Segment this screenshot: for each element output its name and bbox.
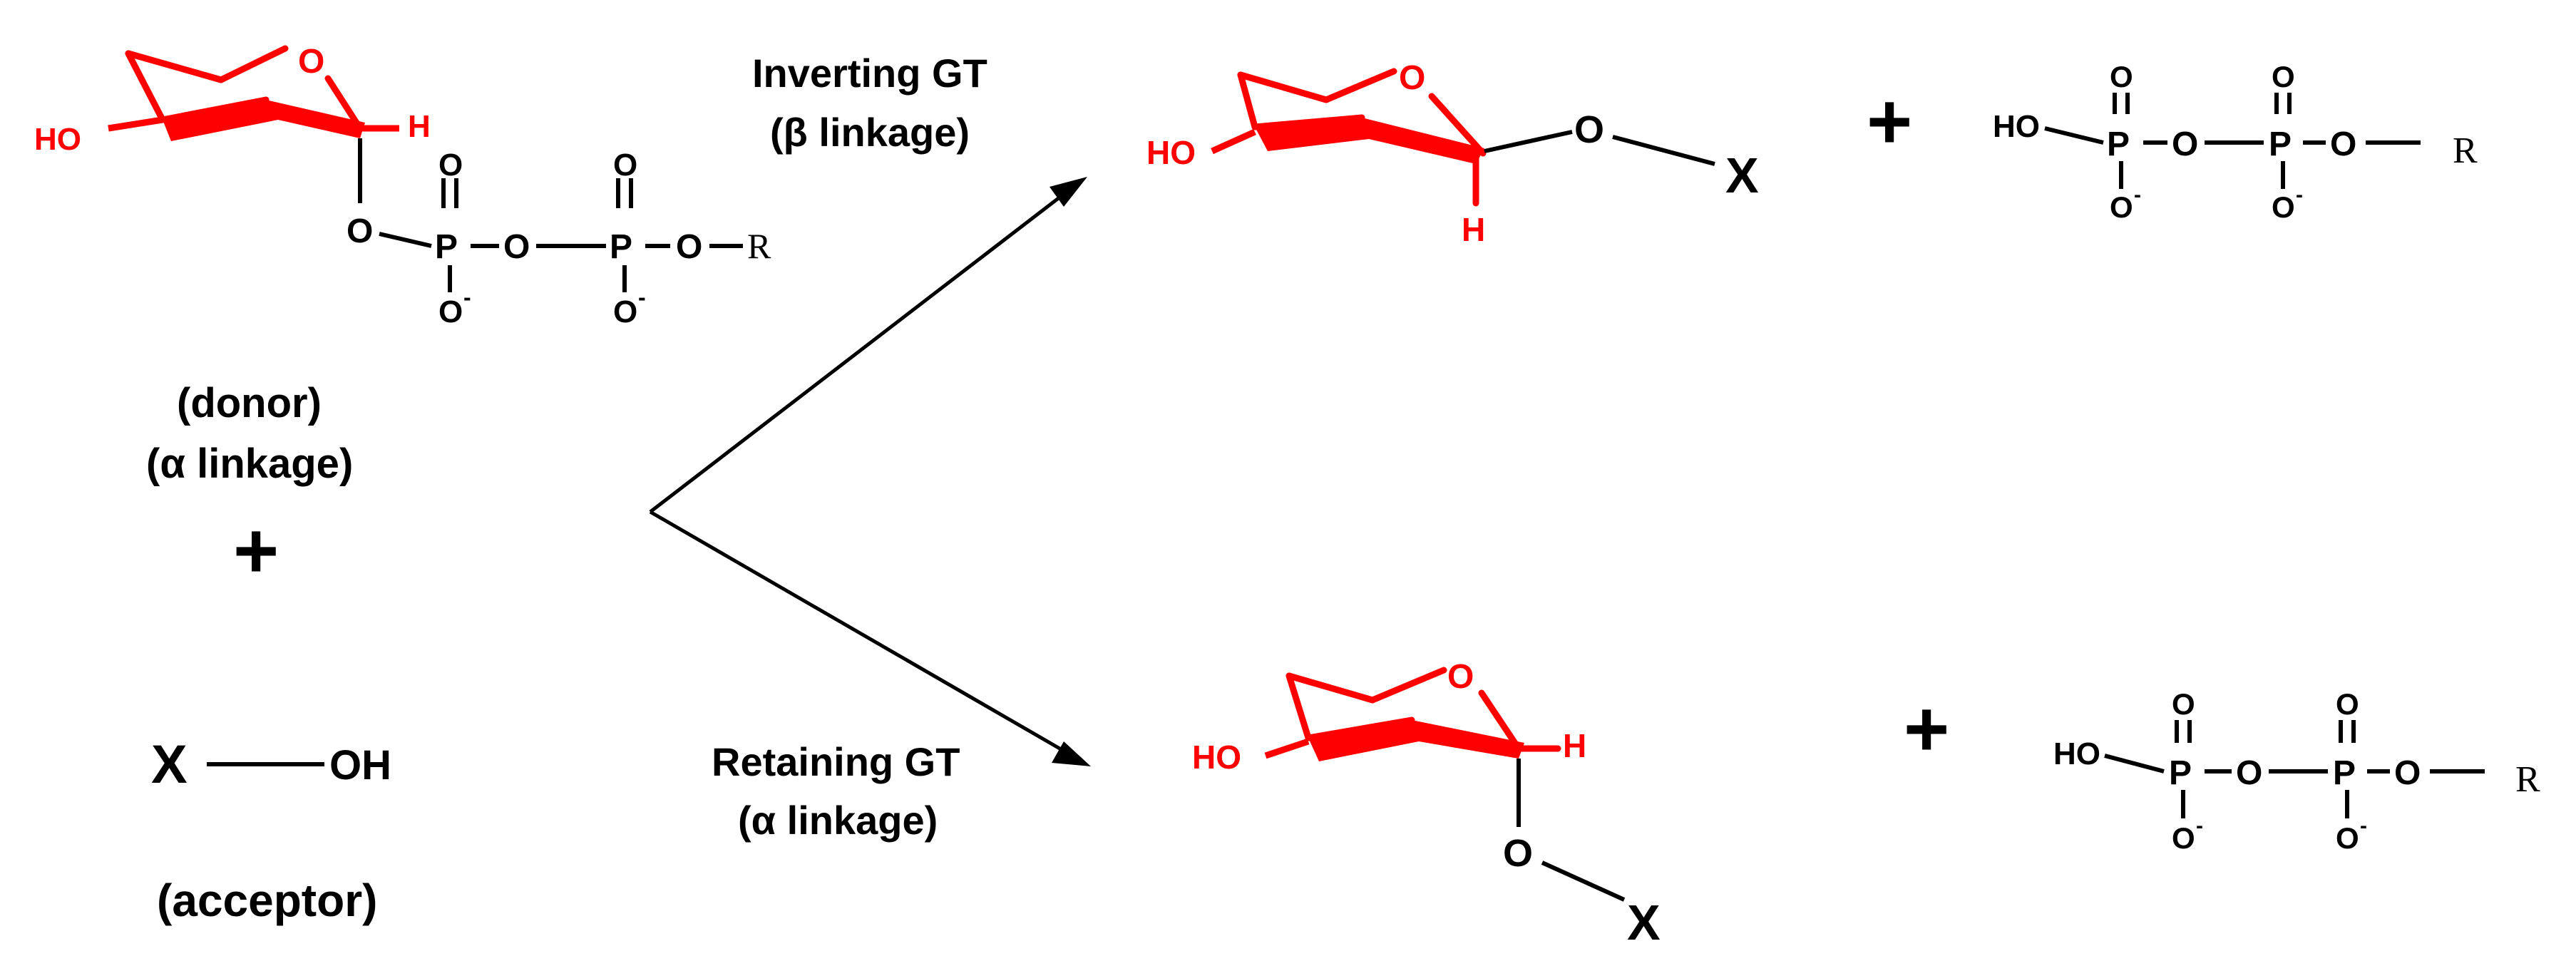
acceptor-label: (acceptor) bbox=[157, 875, 377, 926]
bottom-dp-p2: P bbox=[2333, 754, 2356, 792]
donor-anomeric-h: H bbox=[408, 109, 431, 144]
top-dp-p2: P bbox=[2269, 125, 2292, 163]
donor-ring-oxygen: O bbox=[298, 43, 324, 81]
inverting-gt-label: Inverting GT bbox=[752, 51, 987, 96]
bottom-dp-r: R bbox=[2515, 759, 2540, 800]
plus-sign-left: + bbox=[233, 507, 279, 595]
donor-ho-bond bbox=[108, 116, 163, 132]
donor-p1-minus: - bbox=[463, 284, 471, 310]
diphosphate-bottom: HO P O O - O P O O - O R bbox=[2053, 687, 2540, 855]
donor-linkage-label: (α linkage) bbox=[146, 441, 353, 487]
bottom-dp-ho: HO bbox=[2053, 736, 2100, 771]
inverting-glycosidic-oxygen: O bbox=[1574, 108, 1604, 151]
retaining-linkage-label: (α linkage) bbox=[738, 798, 938, 843]
arrowhead-inverting bbox=[1050, 177, 1087, 207]
bottom-dp-p1: P bbox=[2169, 754, 2192, 792]
arrow-to-retaining bbox=[649, 510, 1067, 754]
top-dp-ho: HO bbox=[1993, 109, 2040, 144]
top-dp-p1-ominus: O bbox=[2110, 190, 2133, 224]
retaining-ho-label: HO bbox=[1192, 739, 1241, 776]
retaining-anomeric-h: H bbox=[1563, 727, 1586, 764]
donor-p2-oxo: O bbox=[613, 148, 637, 183]
top-dp-p1-minus: - bbox=[2134, 183, 2141, 207]
retaining-gt-label: Retaining GT bbox=[712, 739, 960, 784]
retaining-product: HO O H O X bbox=[1192, 658, 1661, 950]
inverting-ring-oxygen: O bbox=[1399, 59, 1425, 97]
donor-ho-label: HO bbox=[34, 122, 81, 157]
top-dp-bridge-o: O bbox=[2172, 125, 2198, 163]
bottom-dp-p1-minus: - bbox=[2196, 814, 2203, 838]
arrowhead-retaining bbox=[1052, 741, 1091, 766]
top-dp-p1: P bbox=[2107, 125, 2130, 163]
donor-sugar-wedge bbox=[163, 100, 365, 141]
donor-label: (donor) bbox=[177, 380, 322, 426]
donor-p2: P bbox=[610, 228, 632, 266]
acceptor-x: X bbox=[151, 734, 188, 795]
bottom-dp-p2-minus: - bbox=[2360, 814, 2367, 838]
retaining-x: X bbox=[1627, 895, 1661, 950]
acceptor-molecule: X OH bbox=[151, 734, 391, 795]
donor-glycosidic-oxygen: O bbox=[347, 212, 373, 250]
donor-p2-minus: - bbox=[638, 284, 646, 310]
diphosphate-top: HO P O O - O P O O - O R bbox=[1993, 60, 2478, 224]
bottom-dp-p1-ominus: O bbox=[2172, 821, 2195, 855]
top-dp-r: R bbox=[2453, 130, 2478, 171]
donor-ester-oxygen: O bbox=[676, 228, 702, 266]
donor-r-group: R bbox=[747, 226, 771, 266]
plus-sign-bottom: + bbox=[1904, 685, 1949, 773]
retaining-ring-oxygen: O bbox=[1447, 658, 1474, 696]
donor-p1: P bbox=[435, 228, 458, 266]
inverting-product: HO O H O X bbox=[1146, 59, 1759, 248]
inverting-anomeric-h: H bbox=[1462, 211, 1485, 248]
donor-molecule: HO O H O P O O - O P O O - bbox=[34, 43, 771, 329]
inverting-x: X bbox=[1725, 148, 1759, 203]
donor-bridge-oxygen: O bbox=[503, 228, 530, 266]
top-dp-p2-minus: - bbox=[2296, 183, 2303, 207]
retaining-glycosidic-oxygen: O bbox=[1503, 832, 1533, 875]
donor-p2-ominus: O bbox=[613, 294, 637, 329]
bottom-dp-ester-o: O bbox=[2394, 754, 2421, 792]
top-dp-ester-o: O bbox=[2330, 125, 2356, 163]
arrow-to-inverting bbox=[649, 191, 1067, 513]
bottom-dp-p2-oxo: O bbox=[2336, 687, 2359, 721]
bottom-dp-bridge-o: O bbox=[2236, 754, 2262, 792]
top-dp-p2-ominus: O bbox=[2272, 190, 2295, 224]
inverting-linkage-label: (β linkage) bbox=[770, 110, 970, 155]
reaction-arrows bbox=[649, 191, 1067, 754]
top-dp-p2-oxo: O bbox=[2272, 60, 2295, 93]
inverting-ho-label: HO bbox=[1146, 134, 1196, 171]
donor-p1-oxo: O bbox=[438, 148, 463, 183]
bottom-dp-p1-oxo: O bbox=[2172, 687, 2195, 721]
bottom-dp-p2-ominus: O bbox=[2336, 821, 2359, 855]
plus-sign-top: + bbox=[1867, 78, 1912, 165]
top-dp-p1-oxo: O bbox=[2110, 60, 2133, 93]
acceptor-oh: OH bbox=[329, 742, 391, 788]
donor-p1-ominus: O bbox=[438, 294, 463, 329]
